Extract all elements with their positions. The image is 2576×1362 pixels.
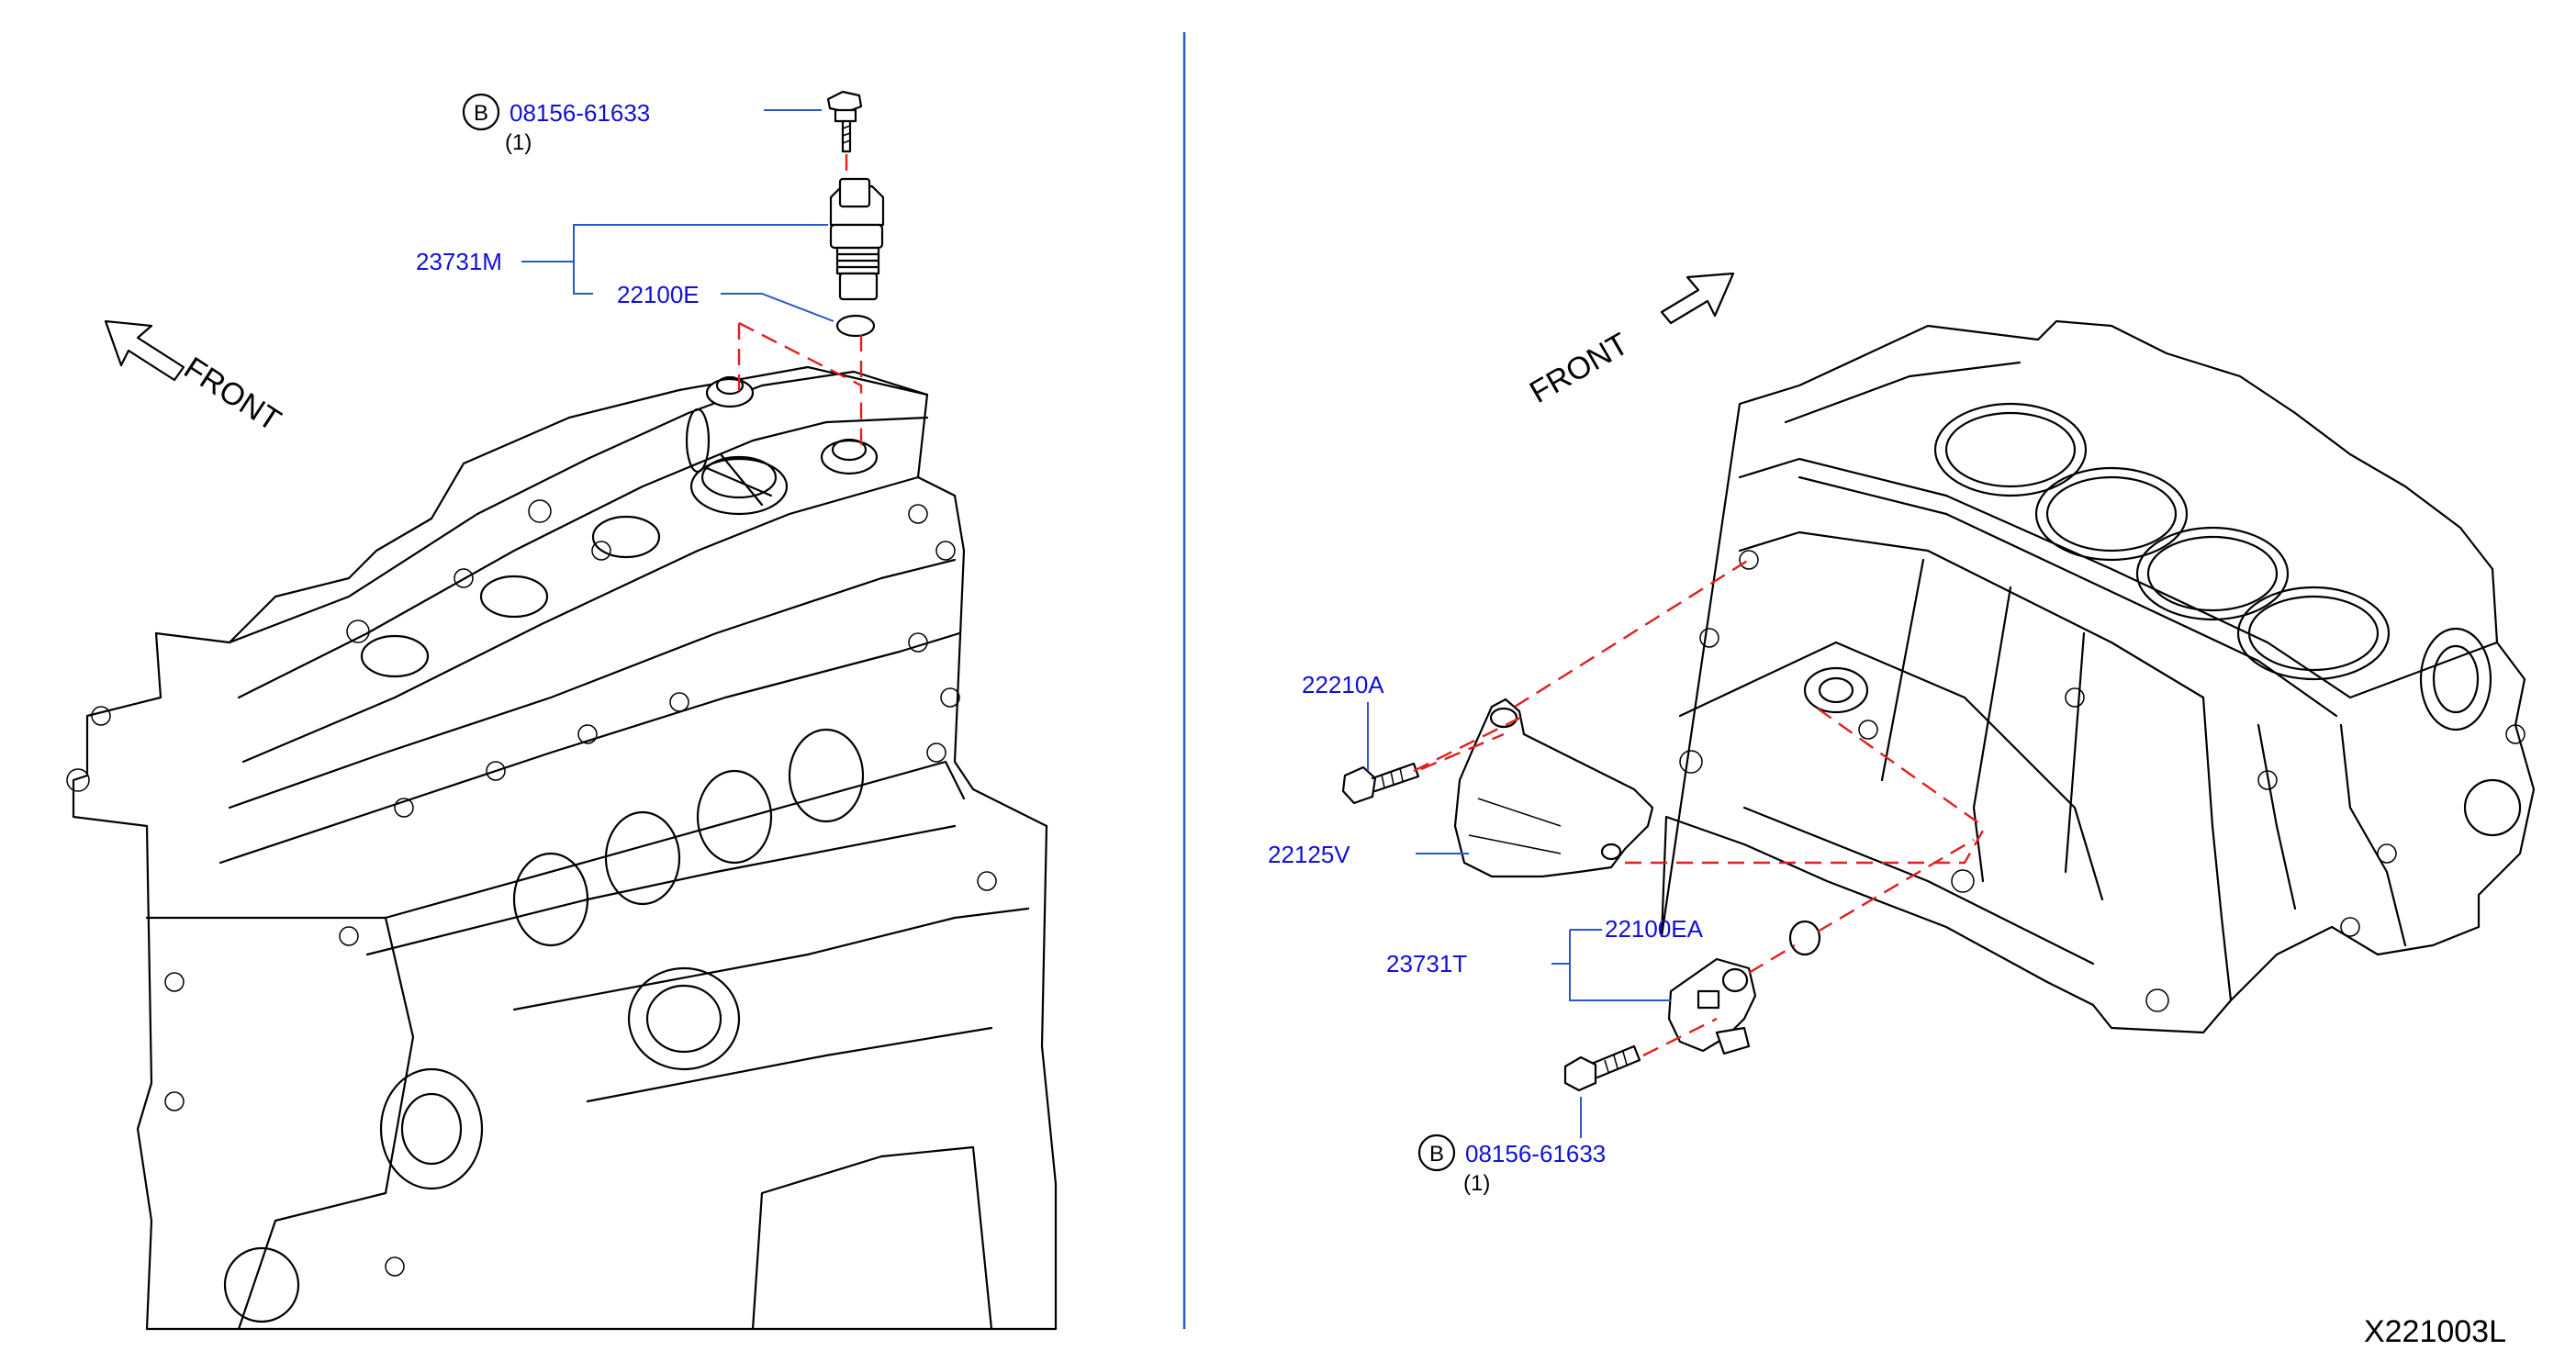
- quantity-left: (1): [505, 130, 532, 155]
- bracket-22125V: [1453, 698, 1654, 878]
- cam-position-sensor-23731M: [829, 177, 885, 301]
- bolt-22210A: [1341, 762, 1420, 805]
- badge-circle-left: [462, 93, 500, 131]
- oring-22100E: [835, 314, 876, 338]
- part-number-22100E: 22100E: [617, 281, 700, 308]
- oring-22100EA: [1788, 920, 1821, 956]
- part-number-08156-61633-right: 08156-61633: [1465, 1140, 1606, 1167]
- part-number-08156-61633-left: 08156-61633: [510, 99, 650, 127]
- part-number-23731T: 23731T: [1386, 950, 1467, 977]
- bolt-08156-61633-left: [826, 90, 863, 153]
- part-number-22100EA: 22100EA: [1605, 915, 1704, 943]
- bolt-08156-61633-right: [1563, 1044, 1641, 1092]
- cylinder-head-engine: [66, 365, 1058, 1331]
- front-arrow-left-icon: [104, 319, 185, 382]
- part-number-22210A: 22210A: [1302, 671, 1384, 698]
- part-number-22125V: 22125V: [1268, 841, 1350, 868]
- cylinder-block: [1660, 319, 2536, 1034]
- bolt-badge-right: B: [1429, 1142, 1444, 1167]
- badge-circle-right: [1417, 1133, 1456, 1172]
- bolt-badge-left: B: [474, 101, 488, 126]
- front-arrow-right-icon: [1660, 272, 1735, 325]
- crank-position-sensor-23731T: [1667, 957, 1757, 1055]
- diagram-code: X221003L: [2364, 1314, 2506, 1349]
- front-label-left: FRONT: [178, 351, 287, 439]
- quantity-right: (1): [1463, 1171, 1490, 1196]
- front-label-right: FRONT: [1524, 326, 1634, 409]
- part-number-23731M: 23731M: [416, 248, 502, 275]
